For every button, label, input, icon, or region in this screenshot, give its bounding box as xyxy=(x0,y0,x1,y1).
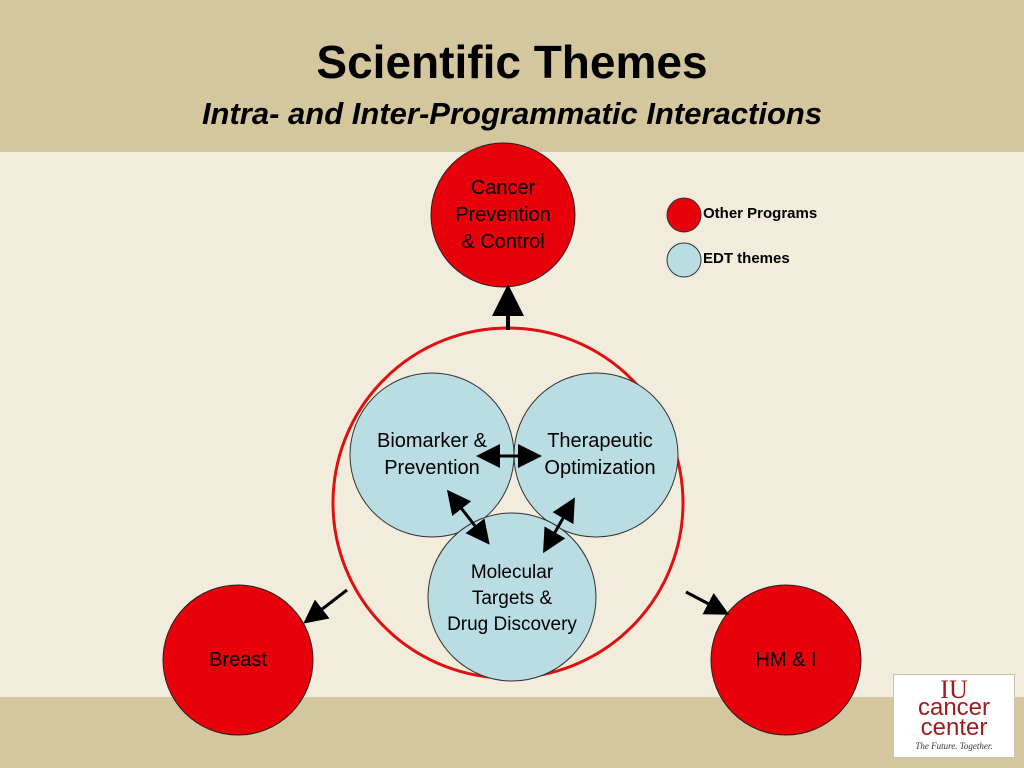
hm-i-circle xyxy=(710,584,862,736)
therapeutic-label: Therapeutic Optimization xyxy=(544,430,656,479)
breast-label: Breast xyxy=(209,648,267,671)
legend-edt-themes-label: EDT themes xyxy=(703,250,790,267)
arrow-to-hm-i xyxy=(685,590,730,615)
slide-subtitle: Intra- and Inter-Programmatic Interactio… xyxy=(201,96,823,131)
arrow-biomarker-molecular xyxy=(446,489,490,545)
legend-other-programs-swatch xyxy=(666,197,702,233)
legend-edt-themes-swatch xyxy=(666,242,702,278)
legend-other-programs-label: Other Programs xyxy=(703,205,818,222)
biomarker-label: Biomarker & Prevention xyxy=(376,430,488,479)
molecular-label: Molecular Targets & Drug Discovery xyxy=(447,562,577,635)
arrow-therapeutic-molecular xyxy=(543,497,575,554)
cancer-prevention-label: Cancer Prevention & Control xyxy=(455,176,551,253)
logo-line-cancer: cancer xyxy=(917,694,991,721)
footer-band xyxy=(0,697,1024,768)
logo-line-center: center xyxy=(920,714,988,741)
arrow-to-breast xyxy=(303,588,348,624)
breast-circle xyxy=(162,584,314,736)
iu-cancer-center-logo: IU cancer center The Future. Together. xyxy=(893,674,1015,758)
hm-i-label: HM & I xyxy=(755,648,817,671)
slide-title: Scientific Themes xyxy=(316,36,708,88)
molecular-circle xyxy=(427,512,597,682)
header-band xyxy=(0,0,1024,152)
logo-line-iu: IU xyxy=(940,675,968,704)
logo-tagline: The Future. Together. xyxy=(915,741,993,751)
